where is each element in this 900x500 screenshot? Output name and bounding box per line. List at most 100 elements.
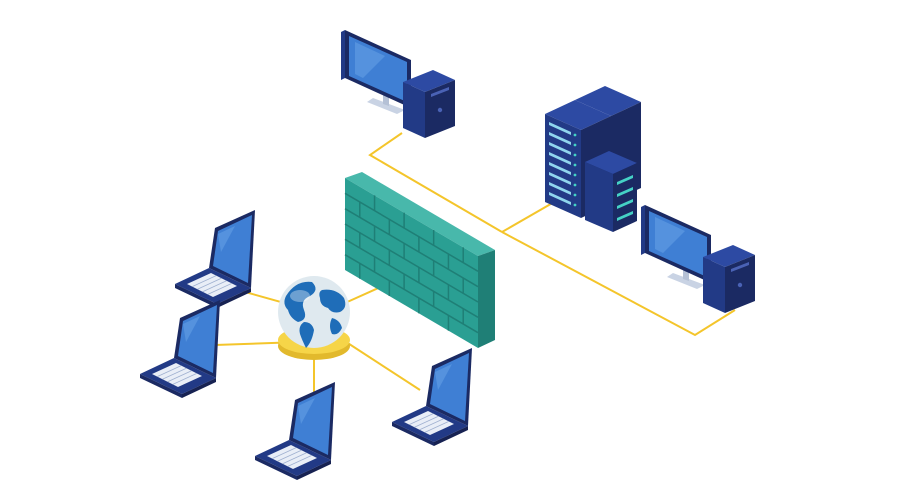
laptop-icon bbox=[255, 382, 335, 480]
server-top bbox=[545, 100, 611, 130]
tower-drive-slot bbox=[731, 262, 749, 272]
server-side bbox=[613, 163, 637, 232]
keyboard-row bbox=[167, 370, 192, 383]
monitor-screen bbox=[349, 36, 407, 102]
globe-highlight bbox=[290, 290, 310, 302]
screen-glare bbox=[183, 316, 200, 342]
laptop-base-edge bbox=[217, 288, 251, 308]
keyboard-icon bbox=[187, 273, 237, 297]
laptop-icon bbox=[140, 300, 220, 398]
server-led bbox=[573, 163, 577, 167]
brick-row-line bbox=[344, 254, 479, 334]
brick-row-line bbox=[344, 223, 479, 303]
server-led bbox=[573, 193, 577, 197]
laptop-base-edge bbox=[182, 378, 216, 398]
server-led bbox=[573, 143, 577, 147]
server-top bbox=[575, 86, 641, 116]
server-slot bbox=[549, 162, 571, 175]
server-rack-icon bbox=[545, 86, 641, 232]
server-slot bbox=[549, 132, 571, 145]
firewall-top bbox=[345, 172, 495, 256]
laptop-screen bbox=[293, 387, 332, 455]
keyboard-row bbox=[207, 283, 232, 295]
server-slot bbox=[549, 122, 571, 135]
server-led bbox=[573, 183, 577, 187]
tower-drive-slot bbox=[431, 87, 449, 97]
screen-glare bbox=[218, 226, 235, 252]
monitor-stand bbox=[367, 98, 405, 114]
desktop-computer-icon bbox=[341, 30, 455, 138]
tower-side bbox=[403, 82, 425, 138]
server-slot bbox=[549, 172, 571, 185]
server-led bbox=[573, 133, 577, 137]
keyboard-row bbox=[414, 415, 439, 428]
firewall-icon bbox=[344, 172, 495, 348]
keyboard-row bbox=[197, 277, 222, 290]
server-led bbox=[573, 203, 577, 207]
screen-glare bbox=[298, 398, 315, 424]
server-led bbox=[573, 153, 577, 157]
monitor-edge bbox=[341, 30, 345, 80]
keyboard-icon bbox=[267, 445, 317, 469]
screen-glare bbox=[655, 217, 685, 253]
globe-continent bbox=[319, 289, 346, 313]
server-slot bbox=[549, 182, 571, 195]
laptop-base-edge bbox=[140, 374, 182, 398]
server-led bbox=[573, 173, 577, 177]
tower-top bbox=[703, 245, 755, 267]
laptop-screen bbox=[178, 305, 217, 373]
keyboard-row bbox=[172, 373, 197, 385]
server-top bbox=[585, 151, 637, 174]
monitor-screen bbox=[649, 211, 707, 277]
firewall-side bbox=[478, 250, 495, 348]
connector-line bbox=[339, 337, 421, 391]
server-led-strip bbox=[617, 187, 633, 197]
brick-row-line bbox=[344, 192, 479, 272]
keyboard-row bbox=[162, 367, 187, 380]
server-slot bbox=[549, 152, 571, 165]
keyboard-row bbox=[419, 418, 444, 431]
keyboard-row bbox=[277, 449, 302, 462]
screen-glare bbox=[355, 42, 385, 78]
laptop-screen bbox=[430, 353, 469, 421]
server-front bbox=[585, 162, 613, 232]
keyboard-icon bbox=[404, 411, 454, 435]
keyboard-row bbox=[409, 413, 434, 425]
globe-continent bbox=[299, 322, 314, 348]
brick-row-line bbox=[344, 238, 479, 318]
keyboard-row bbox=[157, 365, 182, 377]
laptop-base-edge bbox=[175, 284, 217, 308]
globe-continent bbox=[284, 281, 316, 322]
keyboard-row bbox=[287, 455, 312, 467]
monitor-edge bbox=[641, 205, 645, 255]
tower-power-icon bbox=[437, 107, 443, 113]
screen-glare bbox=[435, 364, 452, 390]
keyboard-icon bbox=[152, 363, 202, 387]
server-slot bbox=[549, 192, 571, 205]
tower-power-icon bbox=[737, 282, 743, 288]
keyboard-row bbox=[282, 452, 307, 465]
keyboard-row bbox=[424, 421, 449, 433]
laptop-base-edge bbox=[297, 460, 331, 480]
globe-icon bbox=[278, 276, 350, 360]
connector-line bbox=[368, 132, 503, 233]
tower-side bbox=[703, 257, 725, 313]
network-nodes bbox=[140, 30, 755, 480]
laptop-icon bbox=[392, 348, 472, 446]
laptop-screen bbox=[213, 215, 252, 283]
laptop-base-edge bbox=[434, 426, 468, 446]
server-front bbox=[545, 114, 581, 218]
server-led-strip bbox=[617, 175, 633, 185]
server-slot bbox=[549, 142, 571, 155]
laptop-base-edge bbox=[392, 422, 434, 446]
keyboard-row bbox=[202, 280, 227, 293]
server-led-strip bbox=[617, 199, 633, 209]
brick-row-line bbox=[344, 208, 479, 288]
globe-continent bbox=[330, 318, 342, 335]
monitor-stand bbox=[667, 273, 705, 289]
desktop-computer-icon bbox=[641, 205, 755, 313]
laptop-icon bbox=[175, 210, 255, 308]
keyboard-row bbox=[192, 275, 217, 287]
connector-line bbox=[501, 231, 736, 337]
